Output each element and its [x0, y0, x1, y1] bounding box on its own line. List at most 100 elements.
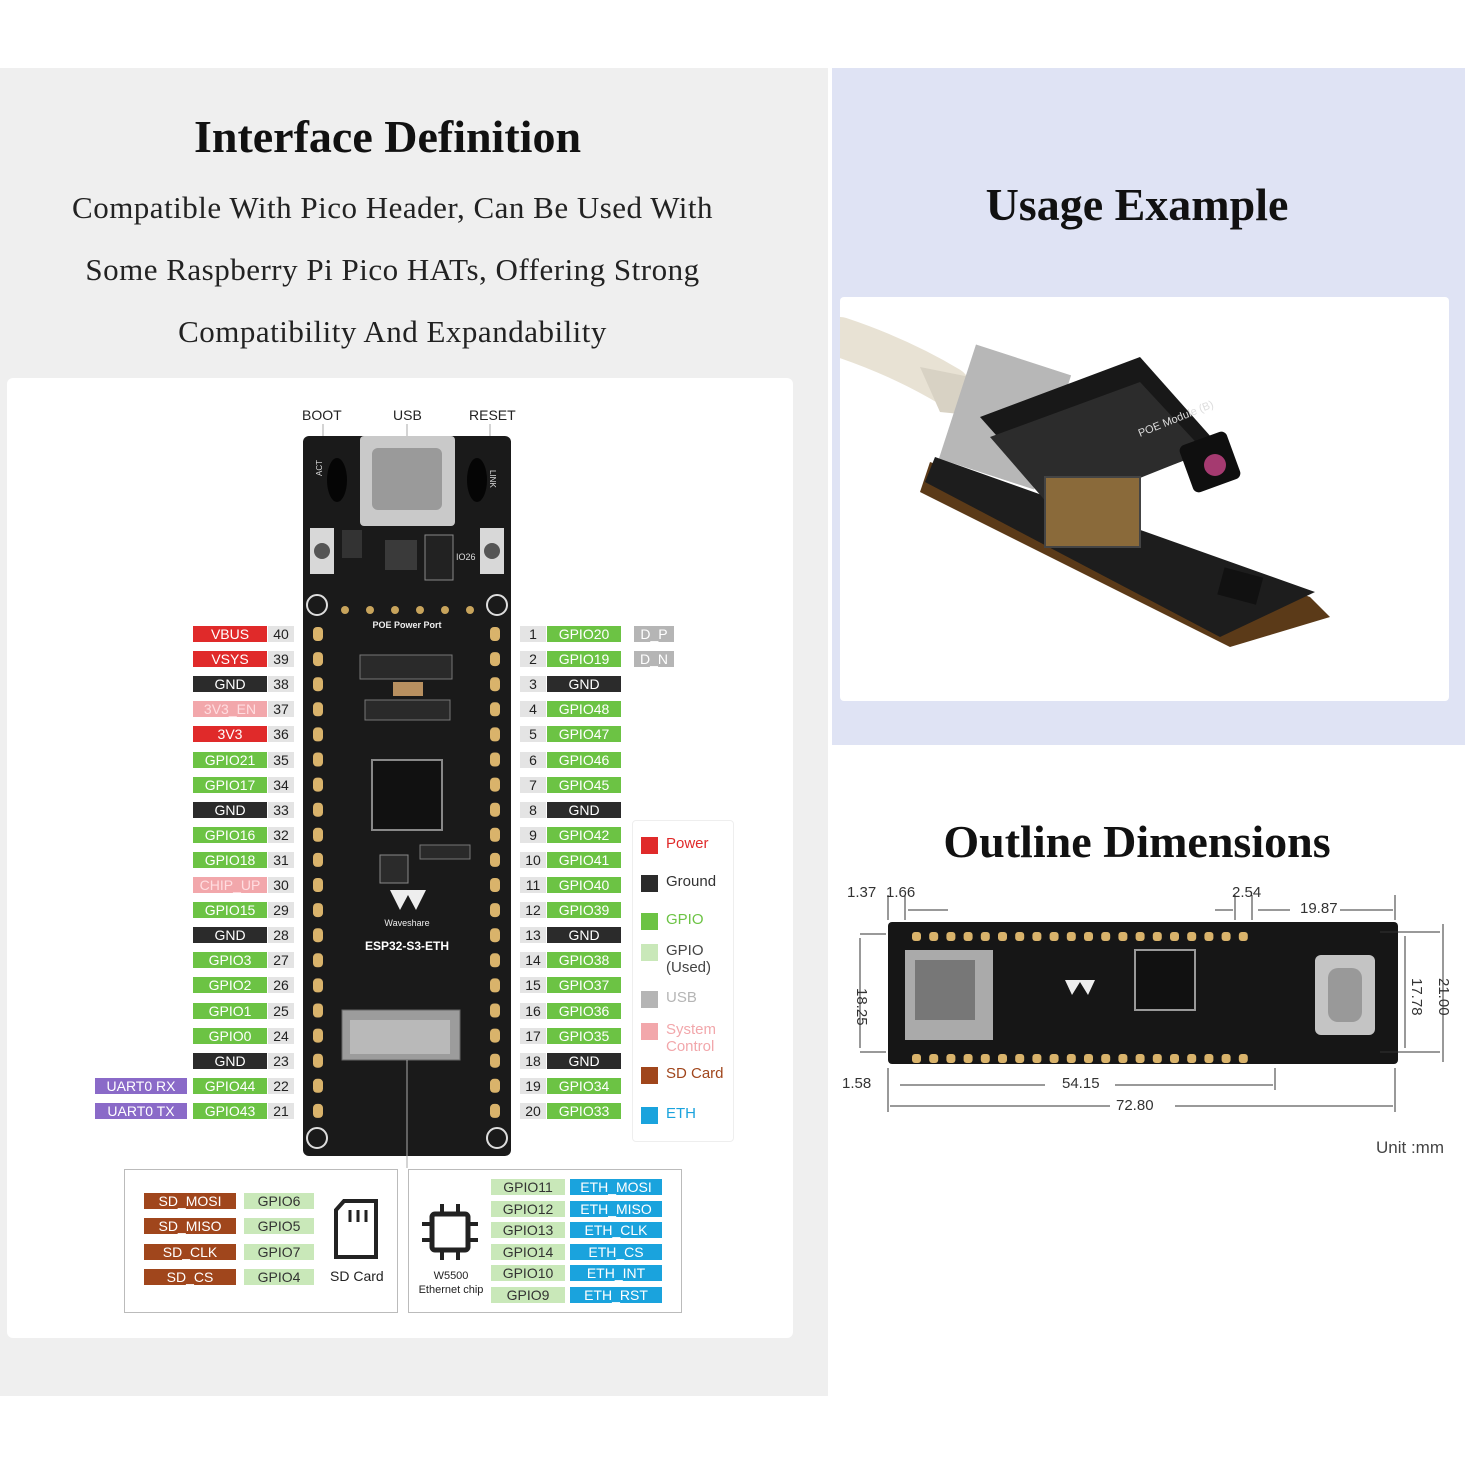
- pin-number-19: 19: [520, 1077, 546, 1094]
- pin-label-39: VSYS: [193, 651, 267, 668]
- outline-pad: [912, 1054, 921, 1063]
- pin-label-1: GPIO20: [547, 626, 621, 642]
- legend-swatch-system_control: [641, 1023, 658, 1040]
- outline-pad: [1170, 1054, 1179, 1063]
- pin-number-2: 2: [520, 651, 546, 668]
- pin-number-27: 27: [268, 952, 294, 969]
- legend-label-gpio_used: GPIO (Used): [666, 942, 712, 976]
- dim-1-58: 1.58: [842, 1075, 872, 1092]
- pin-label-4: GPIO48: [547, 701, 621, 718]
- pin-number-4: 4: [520, 701, 546, 718]
- legend-swatch-power: [641, 837, 658, 854]
- sd-gpio-0: GPIO6: [244, 1193, 314, 1209]
- board-pad: [313, 777, 323, 792]
- dim-2-54: 2.54: [1232, 884, 1262, 901]
- pin-number-3: 3: [520, 676, 546, 693]
- sd-gpio-3: GPIO4: [244, 1268, 314, 1285]
- pin-label-29: GPIO15: [193, 902, 267, 919]
- board-pad: [490, 777, 500, 792]
- board-pad: [313, 727, 323, 742]
- outline-pad: [1135, 932, 1145, 941]
- pin-number-1: 1: [520, 626, 546, 642]
- pin-label-30: CHIP_UP: [193, 877, 267, 893]
- legend-swatch-gpio: [641, 913, 658, 930]
- board-pad: [313, 627, 323, 641]
- sd-signal-2: SD_CLK: [144, 1243, 236, 1260]
- pin-number-9: 9: [520, 826, 546, 843]
- board-pad: [313, 802, 323, 817]
- link-silk: LINK: [488, 470, 497, 488]
- pin-number-12: 12: [520, 902, 546, 919]
- outline-pad: [912, 932, 921, 941]
- sd-signal-3: SD_CS: [144, 1268, 236, 1285]
- outline-pad: [1135, 1054, 1145, 1063]
- board-pad: [490, 827, 500, 842]
- dim-19-87: 19.87: [1300, 900, 1338, 917]
- pin-label-37: 3V3_EN: [193, 701, 267, 718]
- w5500-caption: W5500: [433, 1270, 469, 1282]
- pin-number-40: 40: [268, 626, 294, 642]
- uart-label-21: UART0 TX: [95, 1102, 187, 1119]
- pin-label-21: GPIO43: [193, 1102, 267, 1119]
- pin-label-7: GPIO45: [547, 776, 621, 793]
- board-pad: [490, 1028, 500, 1043]
- pin-label-25: GPIO1: [193, 1002, 267, 1019]
- outline-pad: [1084, 1054, 1093, 1063]
- sd-gpio-2: GPIO7: [244, 1243, 314, 1260]
- outline-title: Outline Dimensions: [943, 816, 1331, 867]
- eth-signal-1: ETH_MISO: [570, 1200, 662, 1217]
- outline-pad: [1101, 1054, 1111, 1063]
- pin-number-33: 33: [268, 801, 294, 818]
- pin-label-31: GPIO18: [193, 851, 267, 868]
- pin-number-28: 28: [268, 927, 294, 944]
- board-pad: [313, 928, 323, 943]
- board-pad: [490, 852, 500, 867]
- legend-label-system_control: System Control: [666, 1021, 717, 1055]
- pin-number-14: 14: [520, 952, 546, 969]
- outline-pad: [980, 932, 990, 941]
- outline-pad: [946, 932, 956, 941]
- eth-signal-0: ETH_MOSI: [570, 1179, 662, 1195]
- pin-number-25: 25: [268, 1002, 294, 1019]
- pin-label-8: GND: [547, 801, 621, 818]
- pin-label-35: GPIO21: [193, 751, 267, 768]
- dim-1-37: 1.37: [847, 884, 877, 901]
- dim-21-00: 21.00: [1435, 978, 1452, 1016]
- legend-label-eth: ETH: [666, 1105, 696, 1122]
- uart-label-22: UART0 RX: [95, 1077, 187, 1094]
- board-pad: [313, 702, 323, 717]
- pin-label-3: GND: [547, 676, 621, 693]
- sd-signal-1: SD_MISO: [144, 1218, 236, 1235]
- pin-label-24: GPIO0: [193, 1027, 267, 1044]
- legend-label-power: Power: [666, 835, 709, 852]
- pin-number-16: 16: [520, 1002, 546, 1019]
- pin-label-33: GND: [193, 801, 267, 818]
- interface-subtitle-line-2: Some Raspberry Pi Pico HATs, Offering St…: [85, 252, 700, 287]
- outline-pad: [1049, 932, 1059, 941]
- outline-pad: [946, 1054, 956, 1063]
- pin-label-14: GPIO38: [547, 952, 621, 969]
- interface-subtitle-line-3: Compatibility And Expandability: [178, 314, 607, 349]
- outline-pad: [1238, 932, 1248, 941]
- board-pad: [313, 1003, 323, 1018]
- outline-pad: [1015, 932, 1025, 941]
- pin-number-36: 36: [268, 726, 294, 743]
- dim-18-25: 18.25: [853, 988, 870, 1026]
- pin-label-22: GPIO44: [193, 1077, 267, 1094]
- outline-pad: [998, 932, 1007, 941]
- interface-subtitle-line-1: Compatible With Pico Header, Can Be Used…: [72, 190, 713, 225]
- pin-number-15: 15: [520, 977, 546, 994]
- interface-title: Interface Definition: [193, 111, 582, 162]
- outline-pad: [1170, 932, 1179, 941]
- unit-label: Unit :mm: [1376, 1138, 1444, 1157]
- board-pad: [490, 953, 500, 968]
- pin-number-38: 38: [268, 676, 294, 693]
- pin-label-6: GPIO46: [547, 751, 621, 768]
- brand-silk: Waveshare: [384, 918, 429, 928]
- outline-pad: [1221, 932, 1231, 941]
- eth-gpio-4: GPIO10: [491, 1265, 565, 1281]
- board-pad: [490, 677, 500, 692]
- board-pad: [313, 827, 323, 842]
- poe-silk: POE Power Port: [372, 620, 441, 630]
- board-pad: [490, 727, 500, 742]
